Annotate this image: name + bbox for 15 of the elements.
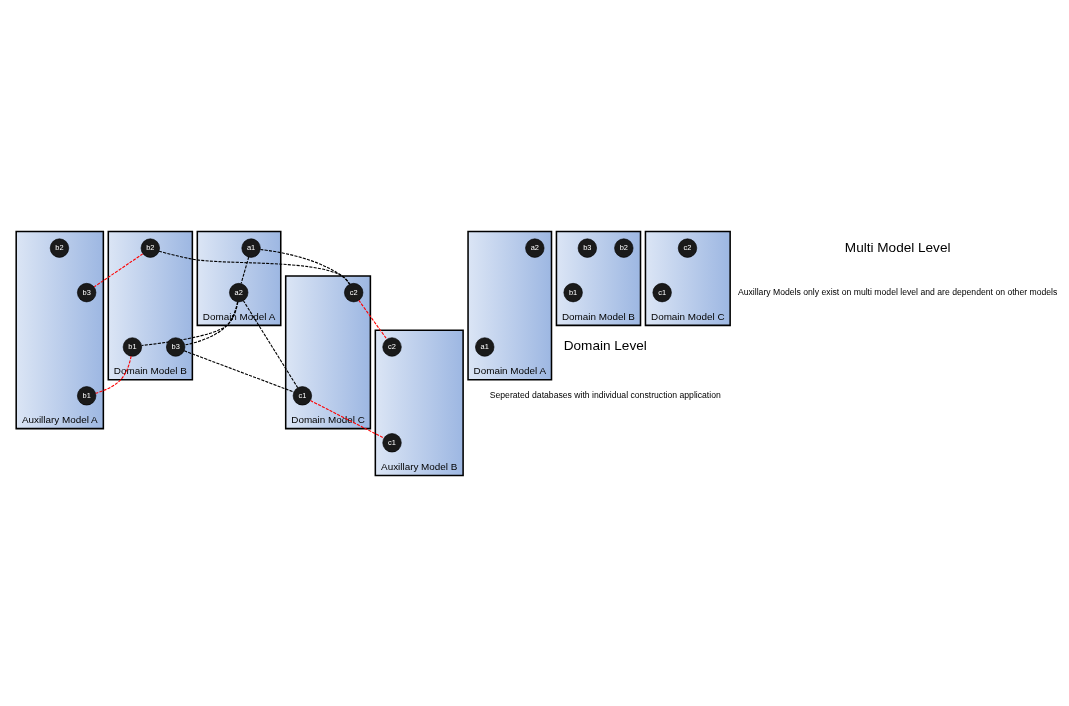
connector (93, 252, 144, 287)
label: Auxillary Models only exist on multi model level and are dependent on other models (737, 286, 1058, 297)
connector (242, 299, 299, 388)
connector (141, 300, 239, 346)
label: Multi Model Level (844, 239, 951, 255)
connector (259, 248, 351, 285)
label: Domain Level (563, 337, 647, 353)
label: Seperated databases with individual construction application (489, 389, 721, 400)
connector (358, 299, 388, 340)
connector (309, 399, 385, 439)
connector (95, 355, 132, 394)
connector (184, 300, 239, 345)
connector (158, 250, 351, 285)
connector (183, 349, 295, 393)
connector (240, 256, 250, 284)
